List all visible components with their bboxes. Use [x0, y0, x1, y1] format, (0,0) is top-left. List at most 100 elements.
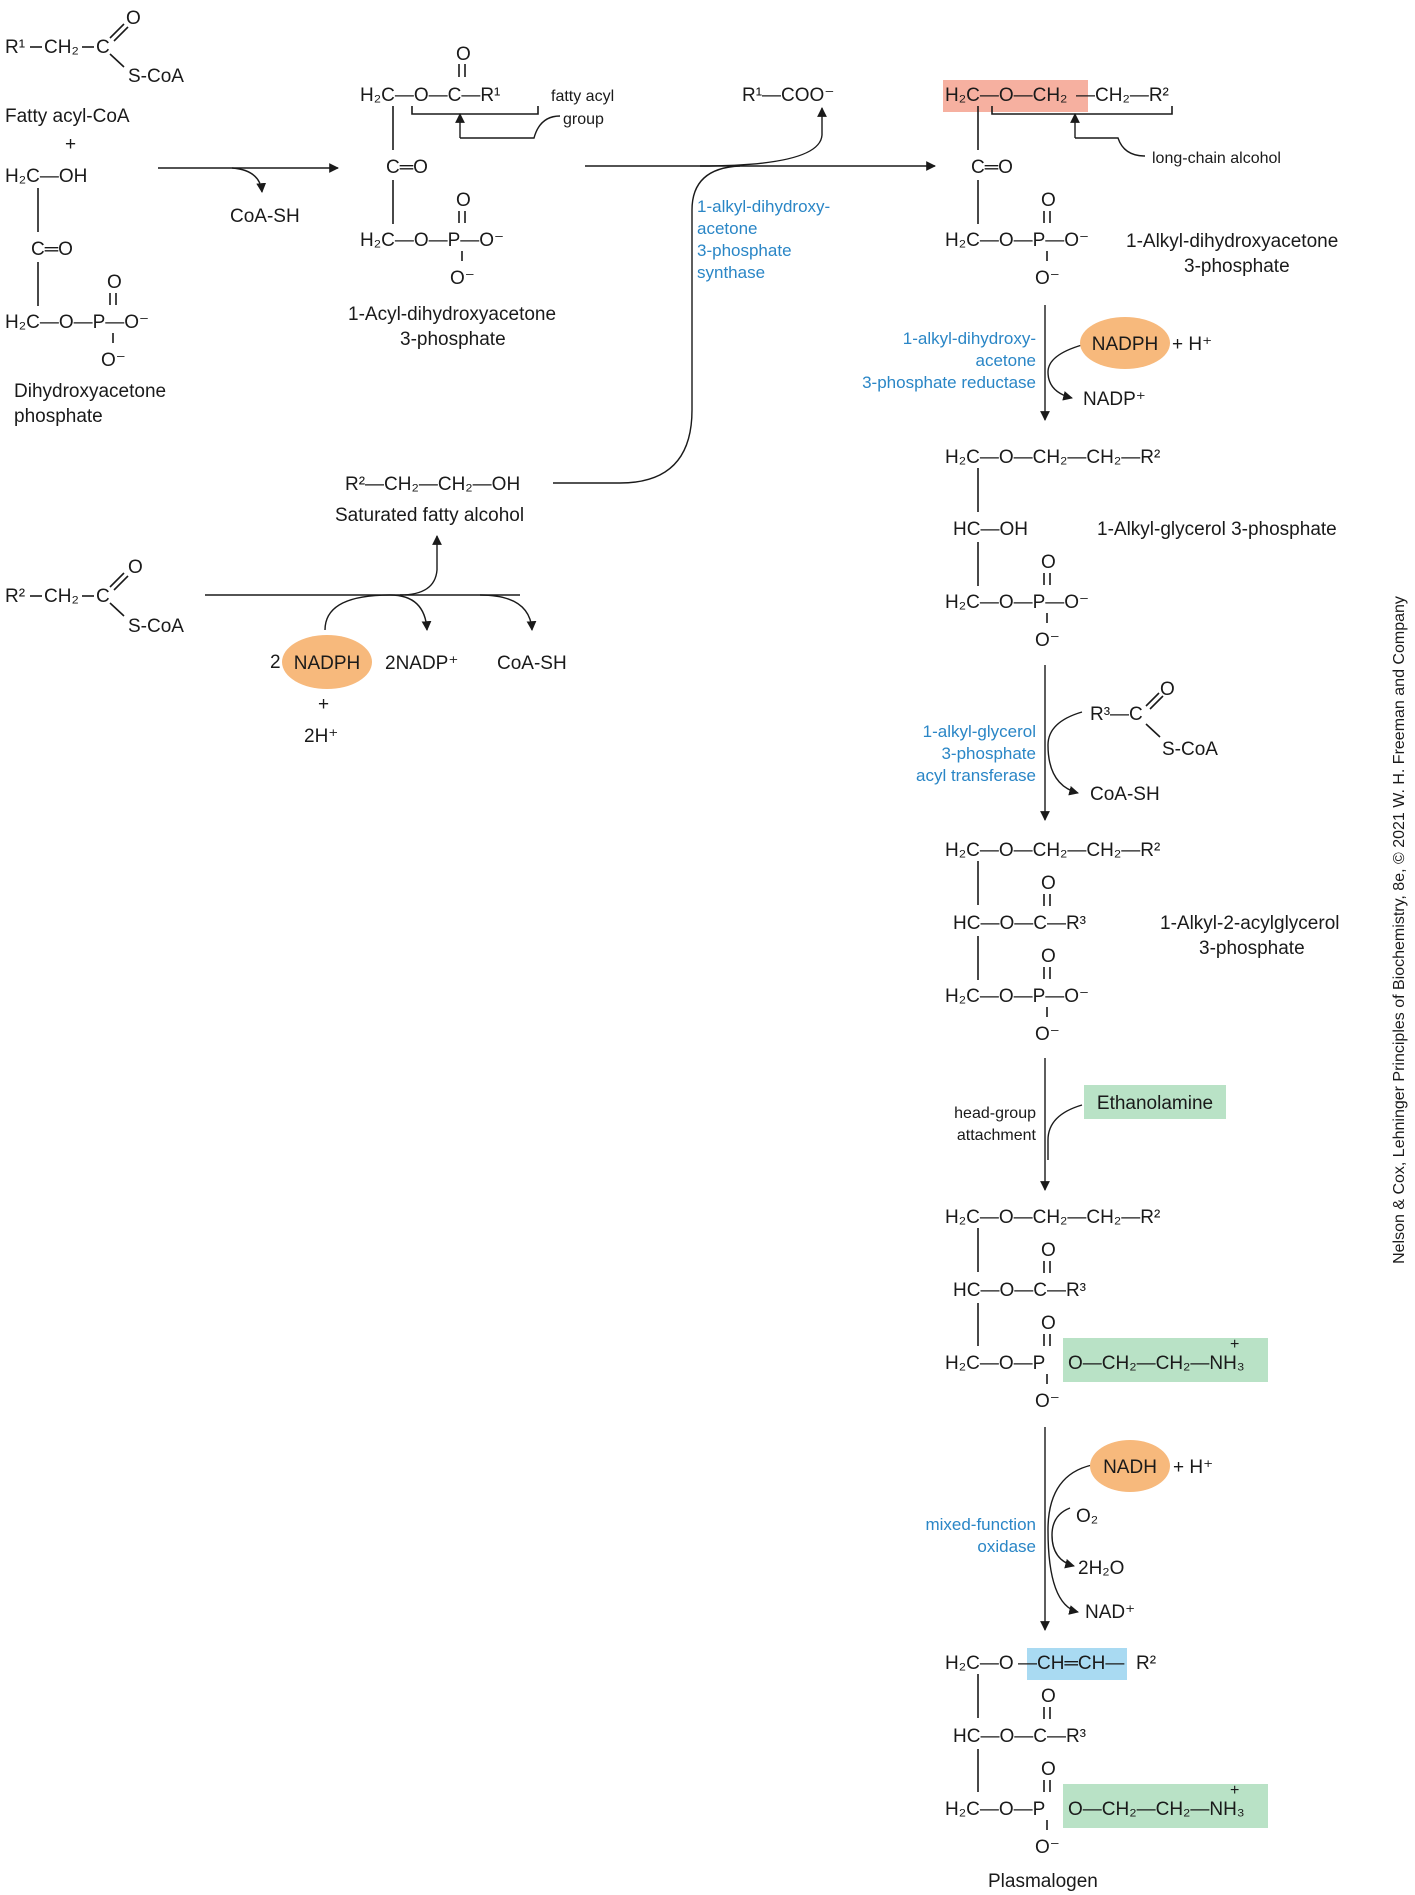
dihydroxyacetone-phosphate: H₂C—OH C═O O H₂C—O—P—O⁻ O⁻ Dihydroxyacet…	[5, 166, 166, 427]
dhap-mid: C═O	[31, 239, 73, 260]
acyl-dhap-name-2: 3-phosphate	[400, 329, 506, 350]
ethanolamine-label: Ethanolamine	[1097, 1093, 1213, 1114]
alkyl-glycerol-3-phosphate: H₂C—O—CH₂—CH₂—R² HC—OH O H₂C—O—P—O⁻ O⁻ 1…	[945, 447, 1337, 651]
oxidase-nad: NAD⁺	[1085, 1602, 1135, 1623]
alcohol-nadp: 2NADP⁺	[385, 653, 458, 674]
oxidase-nadh: NADH	[1103, 1457, 1157, 1478]
alkyl-dhap-mid: C═O	[971, 157, 1013, 178]
step1-coash: CoA-SH	[230, 206, 300, 227]
alkyl-g3p-mid: HC—OH	[953, 519, 1028, 540]
alcohol-h: 2H⁺	[304, 726, 338, 747]
aag3p-mid: HC—O—C—R³	[953, 913, 1086, 934]
aag3p-top: H₂C—O—CH₂—CH₂—R²	[945, 840, 1160, 861]
acyltransferase-cofactor-arrow	[1047, 711, 1083, 796]
oxidase-o2: O₂	[1076, 1506, 1098, 1527]
r1-label: R¹	[5, 37, 25, 58]
pe-carbonyl-o: O	[1041, 1240, 1056, 1261]
plasmalogen-p-o-bottom: O⁻	[1035, 1837, 1060, 1858]
alkyl-highlight	[943, 80, 1088, 112]
fatty-acyl-coa-name: Fatty acyl-CoA	[5, 106, 130, 127]
plasmalogen-p-o-top: O	[1041, 1759, 1056, 1780]
headgroup-input-arrow	[1047, 1104, 1083, 1160]
publisher-credit: Nelson & Cox, Lehninger Principles of Bi…	[1391, 596, 1408, 1264]
oxidase-o2-arrow	[1051, 1507, 1075, 1569]
acyltransferase-o: O	[1160, 679, 1175, 700]
alkyl-dhap-p-o-bottom: O⁻	[1035, 268, 1060, 289]
r2-ch2-label: CH₂	[44, 586, 79, 607]
alkyl-dhap-bottom: H₂C—O—P—O⁻	[945, 230, 1089, 251]
fatty-alcohol-formula: R²—CH₂—CH₂—OH	[345, 474, 520, 495]
reductase-cofactor-arrow	[1047, 344, 1083, 401]
fatty-acyl-callout-1: fatty acyl	[551, 88, 614, 105]
reductase-nadp: NADP⁺	[1083, 389, 1146, 410]
synthase-4: synthase	[697, 263, 765, 282]
reductase-nadph: NADPH	[1092, 334, 1159, 355]
ch2-label: CH₂	[44, 37, 79, 58]
nadph-ellipse-2	[282, 635, 372, 689]
released-acid: R¹—COO⁻	[742, 85, 834, 106]
nadh-ellipse	[1090, 1440, 1170, 1492]
alkyl-dhap-name-1: 1-Alkyl-dihydroxyacetone	[1126, 231, 1338, 252]
pe-p-o-top: O	[1041, 1313, 1056, 1334]
alkyl-top-right: —CH₂—R²	[1076, 85, 1169, 106]
dhap-bottom: H₂C—O—P—O⁻	[5, 312, 149, 333]
r2-scoa-label: S-CoA	[128, 616, 184, 637]
vinyl-highlight	[1027, 1648, 1127, 1680]
step1-coash-arrow	[231, 167, 267, 193]
reductase-h: + H⁺	[1172, 334, 1212, 355]
aag3p-carbonyl-o: O	[1041, 873, 1056, 894]
oxidase-2: oxidase	[977, 1537, 1036, 1556]
acyltransferase-3: acyl transferase	[916, 766, 1036, 785]
alkyl-g3p-bottom: H₂C—O—P—O⁻	[945, 592, 1089, 613]
alkyl-g3p-p-o-bottom: O⁻	[1035, 630, 1060, 651]
dhap-name-2: phosphate	[14, 406, 103, 427]
acyl-dhap-name-1: 1-Acyl-dihydroxyacetone	[348, 304, 556, 325]
long-chain-alcohol-callout: long-chain alcohol	[1152, 150, 1281, 167]
acyl-dhap: O H₂C—O—C—R¹ fatty acyl group C═O O H₂C—…	[348, 44, 614, 350]
aag3p-p-o-top: O	[1041, 946, 1056, 967]
pe-p-o-bottom: O⁻	[1035, 1391, 1060, 1412]
acyltransferase-scoa: S-CoA	[1162, 739, 1218, 760]
fatty-acyl-callout-2: group	[563, 111, 604, 128]
acyl-p-o-bottom: O⁻	[450, 268, 475, 289]
fatty-alcohol-input-arrow	[553, 165, 741, 484]
nadp-output-arrow	[324, 594, 432, 631]
acyltransferase-r3c: R³—C	[1090, 704, 1143, 725]
plasmalogen-top-left: H₂C—O	[945, 1653, 1014, 1674]
acyltransferase-2: 3-phosphate	[941, 744, 1036, 763]
r1coo-release-arrow	[699, 107, 827, 167]
headgroup-1: head-group	[954, 1105, 1036, 1122]
plasmalogen-name: Plasmalogen	[988, 1871, 1098, 1892]
plasmalogen-mid: HC—O—C—R³	[953, 1726, 1086, 1747]
plasmalogen-top-right: R²	[1136, 1653, 1156, 1674]
aag3p-name-2: 3-phosphate	[1199, 938, 1305, 959]
plasmalogen: H₂C—O —CH═CH— R² O HC—O—C—R³ O H₂C—O—P O…	[945, 1648, 1268, 1892]
aag3p-bottom: H₂C—O—P—O⁻	[945, 986, 1089, 1007]
plasmalogen-carbonyl-o: O	[1041, 1686, 1056, 1707]
acyl-bottom: H₂C—O—P—O⁻	[360, 230, 504, 251]
coash-output-arrow	[479, 594, 537, 631]
alkyl-g3p-top: H₂C—O—CH₂—CH₂—R²	[945, 447, 1160, 468]
fatty-acyl-coa: R¹ CH₂ C O S-CoA Fatty acyl-CoA	[5, 8, 184, 127]
alkyl-top-left: H₂C—O—CH₂	[945, 85, 1067, 106]
plasmalogen-plus: +	[1230, 1782, 1239, 1799]
saturated-fatty-alcohol: R²—CH₂—CH₂—OH Saturated fatty alcohol	[335, 474, 524, 526]
synthase-3: 3-phosphate	[697, 241, 792, 260]
alkyl-g3p-p-o-top: O	[1041, 552, 1056, 573]
oxidase-h: + H⁺	[1173, 1457, 1213, 1478]
alcohol-product-arrow	[399, 535, 442, 596]
acyltransferase-1: 1-alkyl-glycerol	[923, 722, 1036, 741]
r2-carbonyl-o: O	[128, 557, 143, 578]
headgroup-2: attachment	[957, 1127, 1037, 1144]
reductase-1: 1-alkyl-dihydroxy-	[903, 329, 1036, 348]
plasmalogen-bottom: H₂C—O—P	[945, 1799, 1045, 1820]
plasmalogen-vinyl: —CH═CH—	[1018, 1653, 1124, 1674]
r2-carbonyl-c: C	[96, 586, 110, 607]
reductase-3: 3-phosphate reductase	[862, 373, 1036, 392]
nadph-ellipse	[1080, 317, 1170, 369]
pe-plus: +	[1230, 1336, 1239, 1353]
oxidase-h2o: 2H₂O	[1078, 1558, 1124, 1579]
pe-bottom: H₂C—O—P	[945, 1353, 1045, 1374]
pe-mid: HC—O—C—R³	[953, 1280, 1086, 1301]
